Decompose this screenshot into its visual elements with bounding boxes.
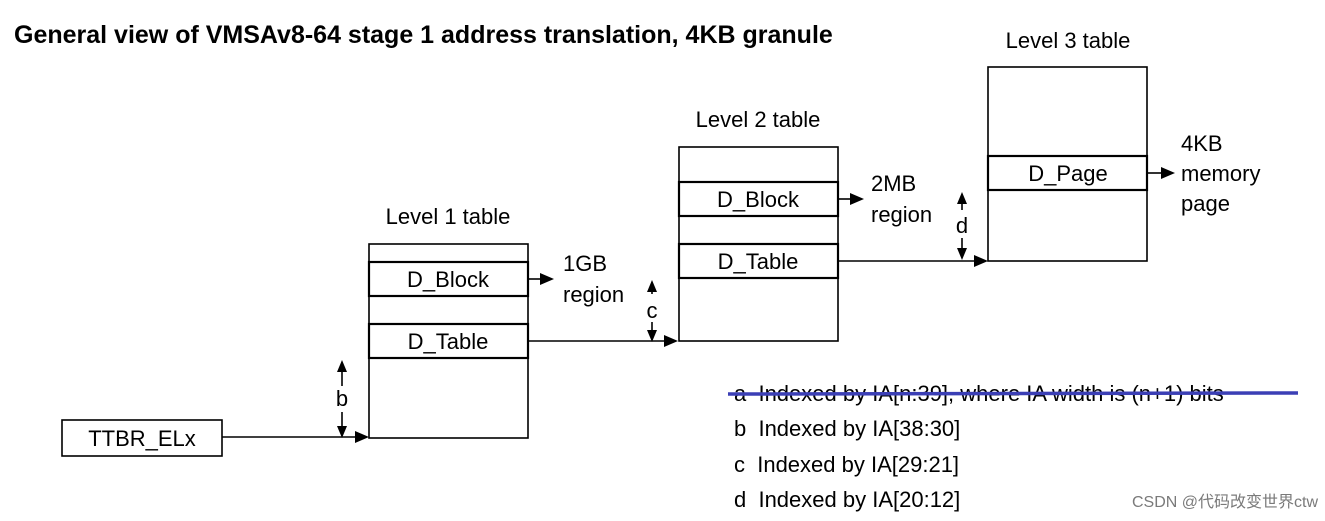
- level2-block-label: D_Block: [717, 187, 800, 212]
- index-marker-c: c: [647, 280, 658, 342]
- region-4kb-line1: 4KB: [1181, 131, 1223, 156]
- legend-item-b: b Indexed by IA[38:30]: [734, 416, 960, 441]
- region-1gb: 1GB region: [563, 251, 624, 307]
- level3-page-label: D_Page: [1028, 161, 1108, 186]
- region-1gb-line1: 1GB: [563, 251, 607, 276]
- level1-table: Level 1 table D_Block D_Table: [367, 204, 530, 439]
- level3-title: Level 3 table: [1006, 28, 1131, 53]
- index-marker-b-label: b: [336, 386, 348, 411]
- level1-block-label: D_Block: [407, 267, 490, 292]
- level2-title: Level 2 table: [696, 107, 821, 132]
- legend: a Indexed by IA[n:39], where IA width is…: [727, 381, 1299, 512]
- level2-table-entry: [677, 242, 840, 280]
- watermark: CSDN @代码改变世界ctw: [1132, 493, 1318, 511]
- region-2mb-line1: 2MB: [871, 171, 916, 196]
- legend-item-d: d Indexed by IA[20:12]: [734, 487, 960, 512]
- level1-title: Level 1 table: [386, 204, 511, 229]
- l2-to-l3-arrowhead: [974, 255, 988, 267]
- legend-item-c: c Indexed by IA[29:21]: [734, 452, 959, 477]
- l1-block-arrowhead: [540, 273, 554, 285]
- diagram-title: General view of VMSAv8-64 stage 1 addres…: [14, 21, 833, 49]
- l1-to-l2-arrowhead: [664, 335, 678, 347]
- ttbr-box: [61, 419, 223, 457]
- region-4kb-line3: page: [1181, 191, 1230, 216]
- region-1gb-line2: region: [563, 282, 624, 307]
- level2-block-entry: [677, 180, 840, 218]
- legend-a-strikethrough: [727, 391, 1299, 396]
- ttbr-arrowhead: [355, 431, 369, 443]
- level2-table: Level 2 table D_Block D_Table: [677, 107, 840, 342]
- level3-table: Level 3 table D_Page: [986, 28, 1149, 262]
- level1-table-label: D_Table: [408, 329, 489, 354]
- index-marker-b: b: [336, 360, 348, 438]
- level3-page-entry: [986, 154, 1149, 192]
- region-2mb-line2: region: [871, 202, 932, 227]
- index-marker-d: d: [956, 192, 968, 260]
- l3-page-arrowhead: [1161, 167, 1175, 179]
- level1-block-entry: [367, 260, 530, 298]
- ttbr-label: TTBR_ELx: [88, 426, 196, 451]
- index-marker-d-label: d: [956, 213, 968, 238]
- ttbr-register: TTBR_ELx: [61, 419, 223, 457]
- region-2mb: 2MB region: [871, 171, 932, 227]
- level2-table-label: D_Table: [718, 249, 799, 274]
- region-4kb: 4KB memory page: [1181, 131, 1260, 216]
- l2-block-arrowhead: [850, 193, 864, 205]
- level1-table-entry: [367, 322, 530, 360]
- index-marker-c-label: c: [647, 298, 658, 323]
- region-4kb-line2: memory: [1181, 161, 1260, 186]
